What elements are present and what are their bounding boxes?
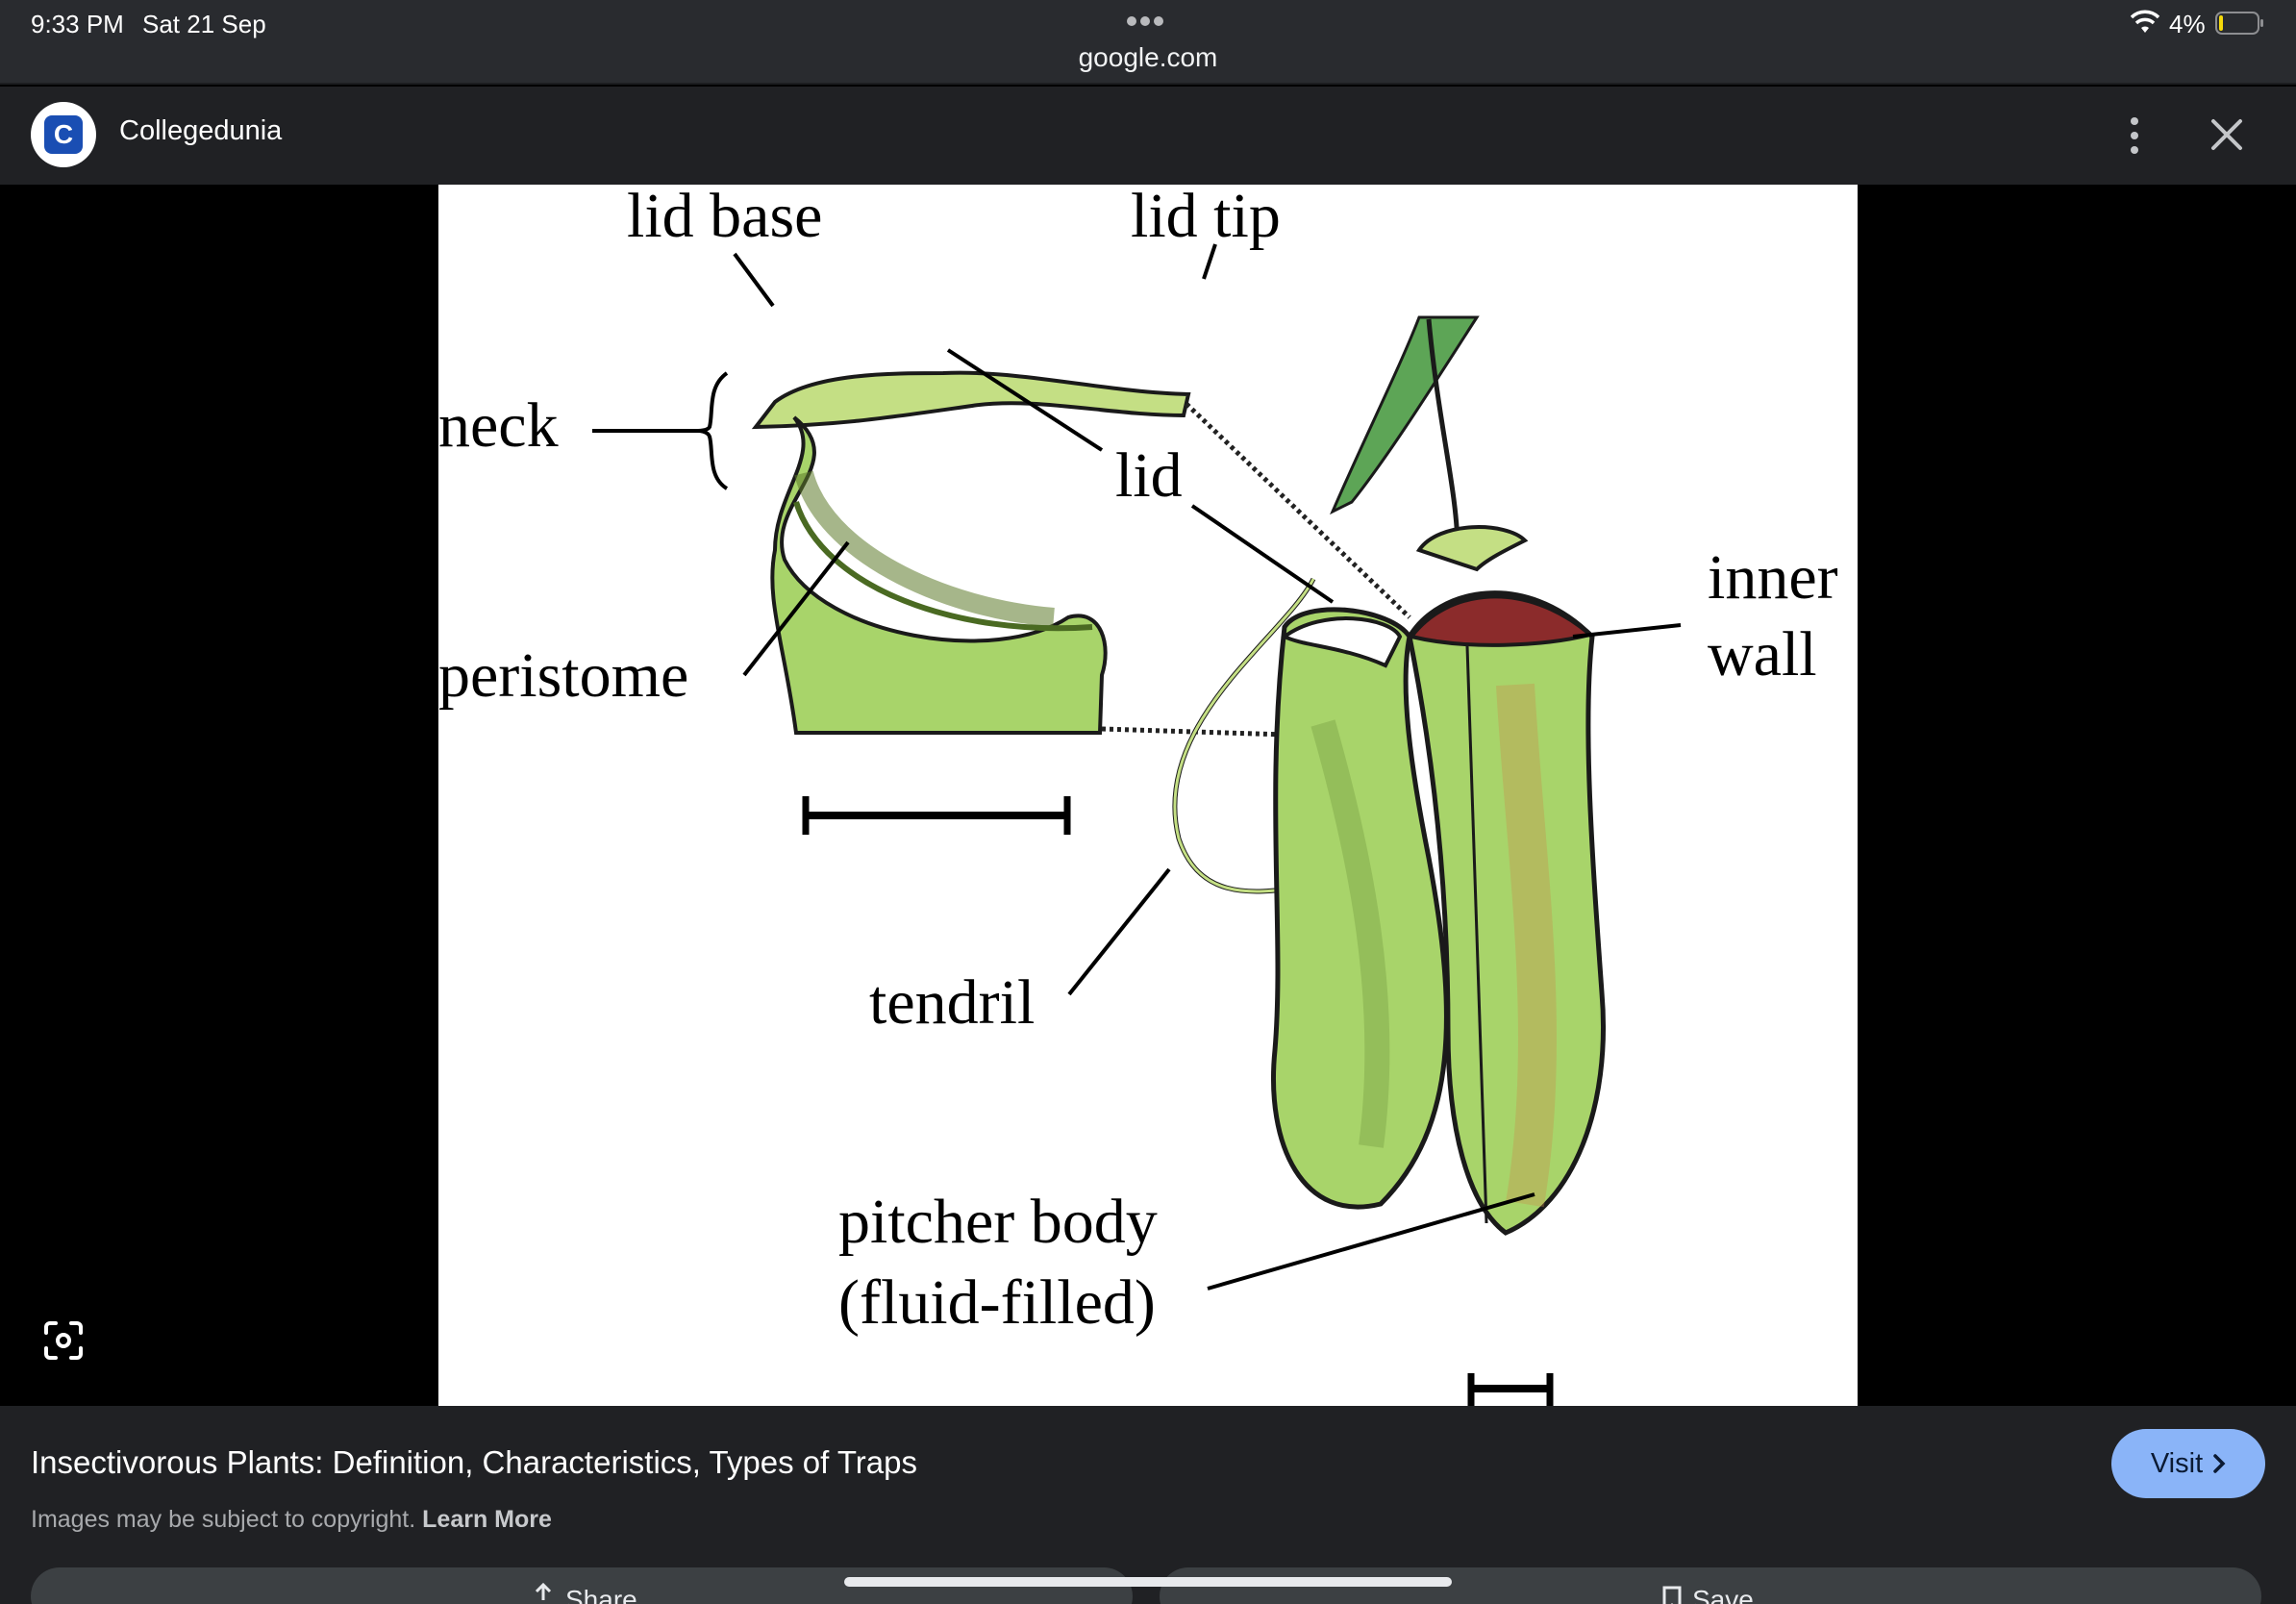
status-time: 9:33 PM [31, 10, 124, 38]
leader-lines [592, 243, 1682, 1291]
battery-percent: 4% [2169, 10, 2206, 38]
bookmark-icon [1662, 1586, 1682, 1604]
label-lid-tip: lid tip [1131, 185, 1281, 251]
label-lid: lid [1115, 440, 1183, 511]
wifi-icon [2131, 10, 2159, 33]
result-title[interactable]: Insectivorous Plants: Definition, Charac… [31, 1444, 917, 1480]
copyright-text: Images may be subject to copyright. [31, 1506, 416, 1533]
image-stage: lid base lid tip neck lid inner wall per… [0, 185, 2296, 1406]
site-logo: C [44, 115, 83, 154]
battery-icon [2215, 12, 2263, 35]
lens-icon[interactable] [42, 1319, 85, 1362]
more-vert-icon[interactable] [2119, 112, 2150, 160]
share-label: Share [565, 1585, 637, 1604]
site-name[interactable]: Collegedunia [119, 115, 283, 146]
label-tendril: tendril [869, 967, 1035, 1038]
leaf [1330, 315, 1480, 515]
multitask-handle[interactable] [1125, 13, 1171, 29]
site-avatar[interactable]: C [31, 102, 96, 167]
label-pitcher-body-1: pitcher body [838, 1187, 1158, 1257]
status-bar: 9:33 PM Sat 21 Sep google.com 4% [0, 0, 2296, 85]
share-icon [535, 1583, 552, 1600]
close-icon[interactable] [2206, 113, 2248, 156]
label-inner-wall-1: inner [1708, 542, 1838, 613]
save-label: Save [1692, 1585, 1754, 1604]
chevron-right-icon [2213, 1454, 2226, 1473]
home-indicator[interactable] [844, 1577, 1452, 1587]
learn-more-link[interactable]: Learn More [422, 1506, 552, 1533]
diagram-svg: lid base lid tip neck lid inner wall per… [438, 185, 1838, 1406]
right-pitcher [1407, 525, 1607, 1236]
label-lid-base: lid base [627, 185, 822, 251]
scale-bar-small [1467, 1373, 1554, 1406]
label-pitcher-body-2: (fluid-filled) [838, 1267, 1156, 1338]
cutaway-pitcher [751, 370, 1191, 735]
label-neck: neck [438, 390, 559, 461]
pitcher-plant-diagram[interactable]: lid base lid tip neck lid inner wall per… [438, 185, 1858, 1406]
label-peristome: peristome [438, 640, 688, 711]
middle-pitcher [1271, 607, 1449, 1210]
visit-label: Visit [2150, 1447, 2204, 1479]
label-inner-wall-2: wall [1708, 619, 1817, 689]
copyright-notice: Images may be subject to copyright. Lear… [31, 1506, 552, 1534]
url-bar[interactable]: google.com [1078, 42, 1218, 72]
viewer-header: C Collegedunia [0, 87, 2296, 185]
status-date: Sat 21 Sep [142, 10, 266, 38]
result-panel: Insectivorous Plants: Definition, Charac… [0, 1406, 2296, 1604]
visit-button[interactable]: Visit [2111, 1429, 2265, 1498]
scale-bar [802, 796, 1071, 835]
